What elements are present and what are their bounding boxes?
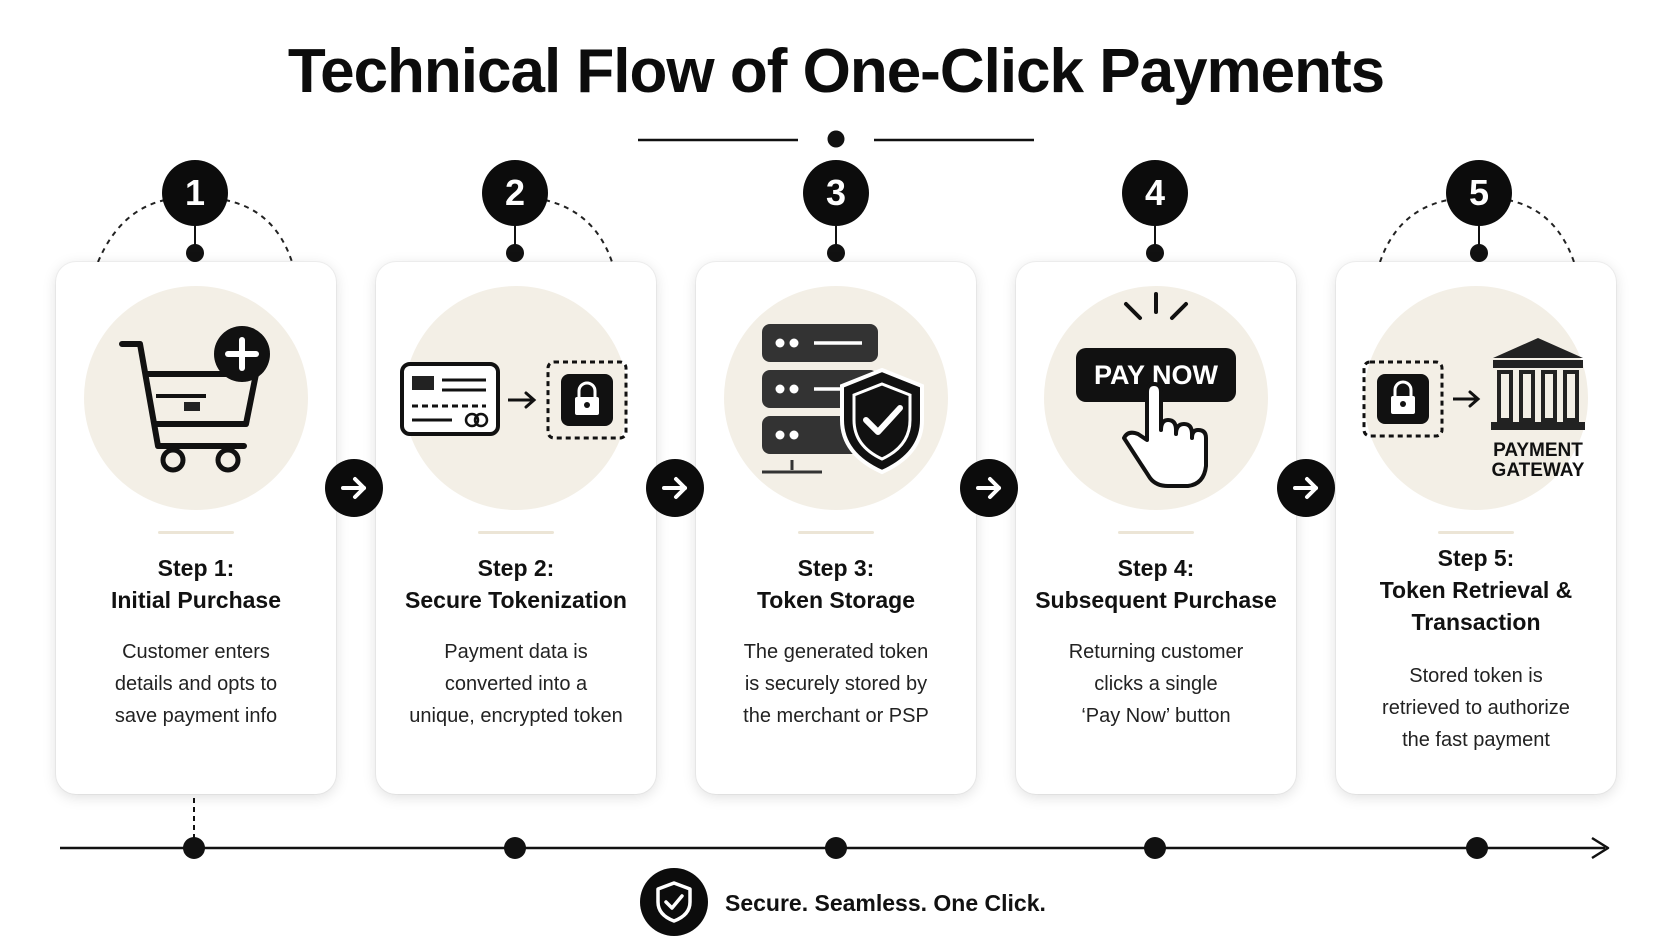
step-1-card: Step 1: Initial Purchase Customer enters…	[56, 262, 336, 794]
lock-to-bank-icon: PAYMENT GATEWAY	[1362, 338, 1585, 481]
step-4-description: Returning customer clicks a single ‘Pay …	[1068, 641, 1244, 727]
payment-gateway-label-line2: GATEWAY	[1492, 460, 1585, 481]
step-2-description: Payment data is converted into a unique,…	[409, 641, 623, 727]
shield-check-badge	[640, 868, 708, 936]
step-5-number-badge: 5	[1446, 160, 1512, 226]
shield-check-icon	[656, 881, 692, 923]
step-5-heading: Step 5: Token Retrieval & Transaction	[1379, 545, 1573, 635]
payment-gateway-label-line1: PAYMENT	[1493, 440, 1583, 461]
card-to-lock-icon	[400, 360, 628, 440]
arrow-connector-1-2	[325, 459, 383, 517]
step-2-card: Step 2: Secure Tokenization Payment data…	[376, 262, 656, 794]
arrow-right-icon	[662, 477, 687, 499]
step-3-heading: Step 3: Token Storage	[756, 555, 916, 613]
step-5-description: Stored token is retrieved to authorize t…	[1382, 665, 1570, 751]
tagline: Secure. Seamless. One Click.	[725, 890, 1046, 916]
arrow-connector-2-3	[646, 459, 704, 517]
arrow-right-icon	[341, 477, 366, 499]
step-3-description: The generated token is securely stored b…	[743, 641, 929, 727]
step-4-heading: Step 4: Subsequent Purchase	[1035, 555, 1277, 613]
pay-now-click-icon: PAY NOW	[1076, 292, 1236, 488]
arrow-right-icon	[976, 477, 1001, 499]
arrow-connector-3-4	[960, 459, 1018, 517]
step-4-number-badge: 4	[1122, 160, 1188, 226]
step-1-description: Customer enters details and opts to save…	[114, 641, 278, 727]
step-1-heading: Step 1: Initial Purchase	[110, 555, 281, 613]
step-1-number-badge: 1	[162, 160, 228, 226]
step-3-card: Step 3: Token Storage The generated toke…	[696, 262, 976, 794]
step-3-number-badge: 3	[803, 160, 869, 226]
page-title: Technical Flow of One-Click Payments	[287, 37, 1385, 106]
cart-plus-icon	[119, 326, 270, 473]
step-2-number-badge: 2	[482, 160, 548, 226]
step-2-heading: Step 2: Secure Tokenization	[405, 555, 627, 613]
step-5-card: PAYMENT GATEWAY Step 5: Token Retrieval …	[1336, 262, 1616, 794]
arrow-connector-4-5	[1277, 459, 1335, 517]
server-shield-icon	[762, 324, 924, 475]
step-4-card: PAY NOW Step 4: Subsequent Purchase Retu…	[1016, 262, 1296, 794]
arrow-right-icon	[1293, 477, 1318, 499]
